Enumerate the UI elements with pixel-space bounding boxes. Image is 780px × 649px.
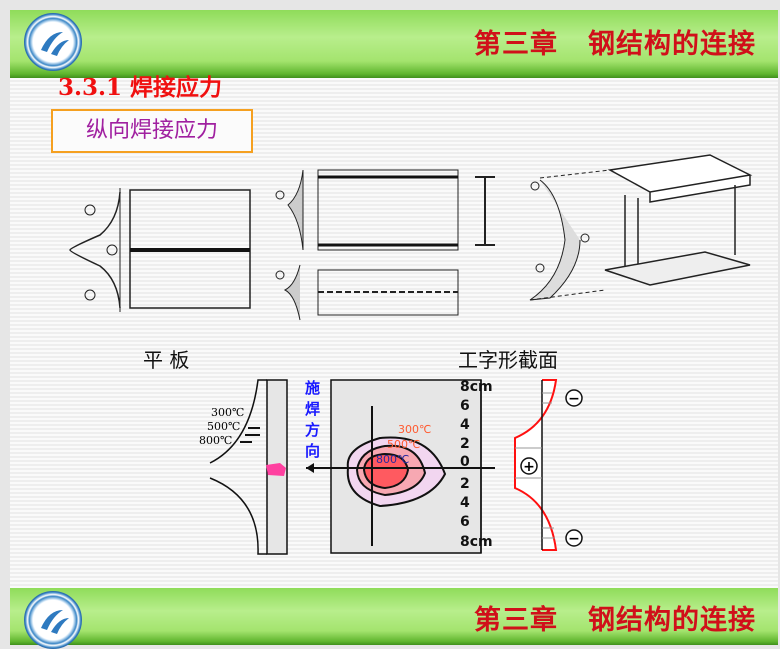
tick: 6	[460, 514, 470, 530]
header-band: 第三章钢结构的连接	[10, 10, 778, 78]
tick: 8cm	[460, 534, 493, 550]
weld-dir-char: 方	[305, 421, 321, 439]
tick: 6	[460, 398, 470, 414]
footer-logo	[24, 591, 82, 649]
weld-direction-label: 施焊方向	[305, 378, 325, 462]
tick: 2	[460, 436, 470, 452]
axis-ticks: 8cm 6 4 2 0 2 4 6 8cm	[460, 379, 493, 550]
university-logo	[24, 13, 82, 71]
plus-sign: +	[523, 459, 535, 475]
plate-isotherm-labels: 300℃ 500℃ 800℃	[199, 406, 245, 448]
isotherm-300-label: 300℃	[398, 423, 431, 436]
tick: 2	[460, 476, 470, 492]
section-heading: 3.3.1 焊接应力	[58, 74, 223, 101]
tick: 0	[460, 454, 470, 470]
weld-dir-char: 施	[305, 379, 321, 397]
subtopic-box: 纵向焊接应力	[51, 109, 253, 153]
header-title: 第三章钢结构的连接	[474, 29, 756, 60]
minus-sign: −	[568, 391, 580, 407]
isotherm-plan-diagram: 300℃ 500℃ 800℃ 8cm 6 4 2 0 2 4 6 8cm	[306, 379, 495, 554]
isotherm-800: 800℃	[199, 434, 233, 447]
footer-band: 第三章钢结构的连接	[10, 588, 778, 649]
tick: 4	[460, 417, 470, 433]
i-section-stress-diagram: − + −	[514, 379, 583, 551]
isotherm-300: 300℃	[211, 406, 245, 419]
weld-plate-isotherm-diagram	[209, 379, 288, 555]
plate-stress-diagram	[69, 188, 251, 312]
tick: 8cm	[460, 379, 493, 395]
i-beam-3d-diagram	[529, 154, 753, 301]
plate-label: 平 板	[143, 348, 190, 372]
i-beam-stress-diagram	[275, 169, 495, 321]
isotherm-500-label: 500℃	[387, 438, 420, 451]
i-section-label: 工字形截面	[458, 348, 558, 372]
minus-sign: −	[568, 531, 580, 547]
weld-dir-char: 焊	[305, 400, 321, 418]
isotherm-500: 500℃	[207, 420, 241, 433]
isotherm-800-label: 800℃	[376, 453, 409, 466]
tick: 4	[460, 495, 470, 511]
footer-title: 第三章钢结构的连接	[474, 605, 756, 636]
weld-dir-char: 向	[305, 442, 321, 460]
